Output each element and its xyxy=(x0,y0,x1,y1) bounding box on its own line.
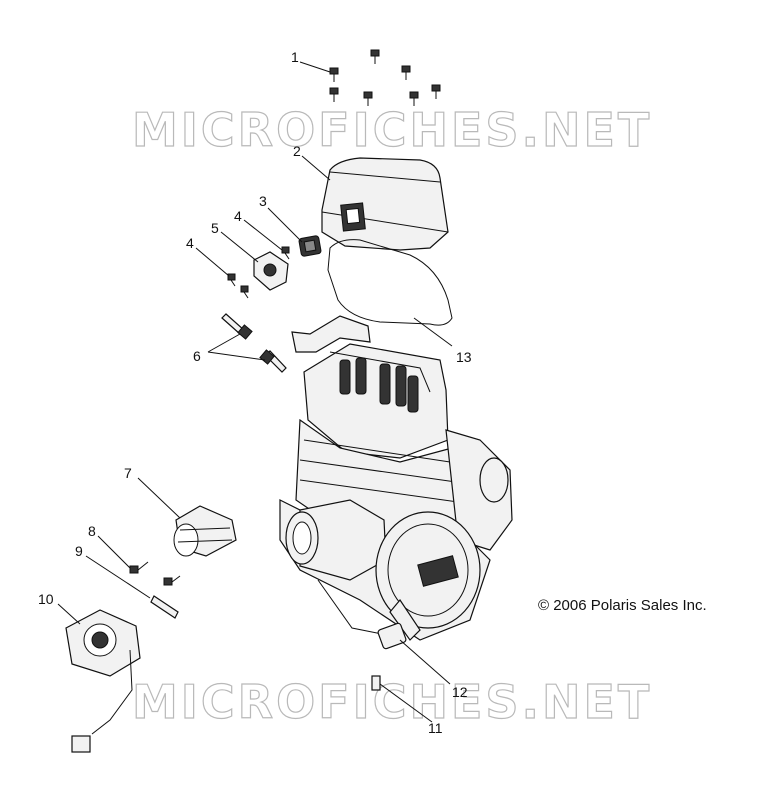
callout-1: 1 xyxy=(291,49,299,65)
part-5-sensor xyxy=(253,251,289,291)
callout-2: 2 xyxy=(293,143,301,159)
part-10-throttle-body xyxy=(65,609,141,753)
callout-4a: 4 xyxy=(234,208,242,224)
part-3-grommet xyxy=(298,235,322,257)
callout-4b: 4 xyxy=(186,235,194,251)
callout-3: 3 xyxy=(259,193,267,209)
callout-7: 7 xyxy=(124,465,132,481)
part-2-valve-cover xyxy=(321,157,449,251)
watermark-bottom: MICROFICHES.NET xyxy=(132,675,652,729)
callout-5: 5 xyxy=(211,220,219,236)
callout-10: 10 xyxy=(38,591,54,607)
part-1-bolts xyxy=(329,49,441,106)
part-7-intake-boot xyxy=(173,505,237,557)
callout-9: 9 xyxy=(75,543,83,559)
part-6-spark-plugs xyxy=(221,313,287,373)
watermark-top: MICROFICHES.NET xyxy=(132,103,652,157)
engine-assembly xyxy=(279,315,513,641)
part-11-pin xyxy=(371,675,381,691)
leader-lines xyxy=(57,61,453,723)
copyright-notice: © 2006 Polaris Sales Inc. xyxy=(538,597,707,614)
part-12-sensor xyxy=(317,579,407,650)
callout-12: 12 xyxy=(452,684,468,700)
callout-8: 8 xyxy=(88,523,96,539)
callout-11: 11 xyxy=(428,720,443,736)
callout-6: 6 xyxy=(193,348,201,364)
part-9-hose xyxy=(150,595,179,619)
callout-13: 13 xyxy=(456,349,472,365)
part-13-gasket xyxy=(327,239,453,326)
part-8-bolts xyxy=(129,561,181,586)
callout-numbers: 1 2 3 4 4 5 6 7 8 9 10 11 12 13 xyxy=(38,49,472,736)
